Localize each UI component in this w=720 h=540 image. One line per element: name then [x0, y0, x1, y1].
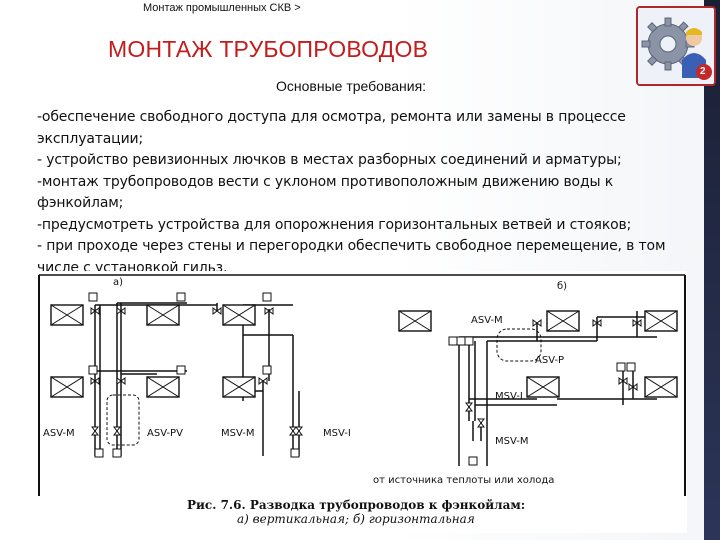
panel-a-label: а)	[113, 277, 123, 288]
breadcrumb: Монтаж промышленных СКВ >	[143, 2, 301, 14]
diagram-caption: Рис. 7.6. Разводка трубопроводов к фэнко…	[187, 498, 525, 512]
requirement-item: -предусмотреть устройства для опорожнени…	[37, 216, 632, 233]
msv-i-left-label: MSV-I	[323, 428, 351, 439]
diagram-caption-subline: а) вертикальная; б) горизонтальная	[237, 512, 475, 526]
msv-m-right-label: MSV-M	[495, 436, 528, 447]
requirement-item: -монтаж трубопроводов вести с уклоном пр…	[37, 173, 614, 212]
asv-pv-label: ASV-PV	[147, 428, 183, 439]
asv-m-left-label: ASV-M	[43, 428, 75, 439]
logo-badge: 2	[700, 66, 706, 77]
requirement-item: - устройство ревизионных лючков в местах…	[37, 152, 622, 168]
source-label: от источника теплоты или холода	[373, 475, 554, 486]
asv-m-right-label: ASV-M	[471, 315, 503, 326]
msv-m-left-label: MSV-M	[221, 428, 254, 439]
panel-b-label: б)	[557, 281, 567, 292]
requirements-list: -обеспечение свободного доступа для осмо…	[37, 107, 697, 279]
requirement-item: -обеспечение свободного доступа для осмо…	[37, 109, 626, 147]
asv-p-label: ASV-P	[535, 355, 564, 366]
subtitle: Основные требования:	[276, 78, 427, 94]
piping-diagram: а) б) ASV-M ASV-PV MSV-M MSV-I ASV-M ASV…	[37, 271, 687, 533]
msv-i-right-label: MSV-I	[495, 391, 523, 402]
page-title: МОНТАЖ ТРУБОПРОВОДОВ	[108, 36, 429, 62]
right-accent-bar	[704, 0, 720, 540]
gear-engineer-icon: 2	[636, 6, 716, 86]
